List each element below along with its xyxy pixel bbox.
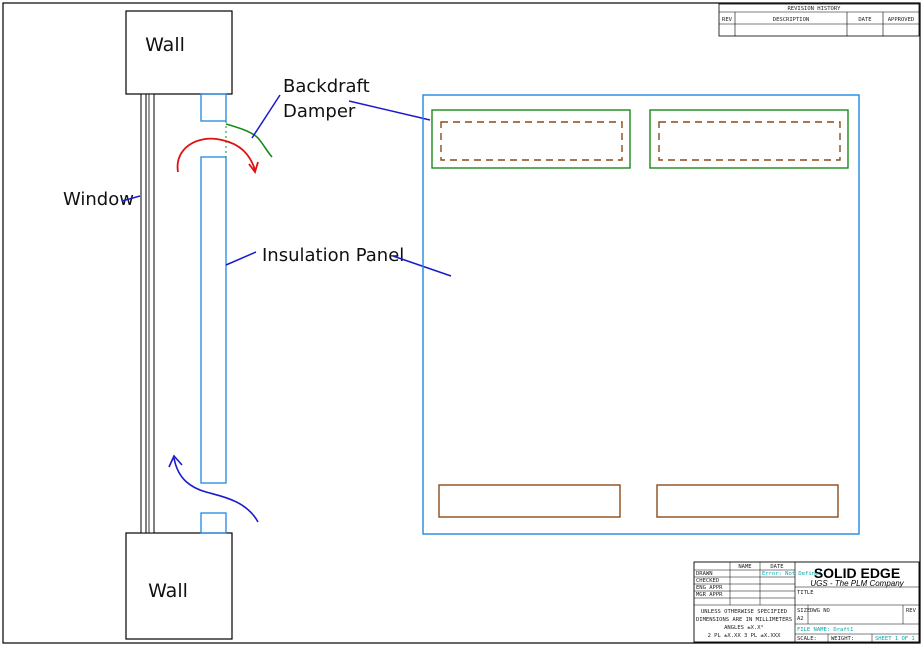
bottom-vent-slot-right [656,484,839,518]
wall-top-label: Wall [145,34,185,56]
insulation-leader-right [392,255,452,277]
damper-flap [225,123,273,158]
top-mount-block [200,93,227,122]
tb-size-label: SIZE [797,608,810,614]
tb-row-mgr-appr: MGR APPR [696,592,723,598]
tb-error-text: Error: Not Defined [762,571,822,577]
airflow-arrow-top [176,137,259,174]
damper-label-line1: Backdraft [283,76,370,97]
tb-scale-label: SCALE: [797,636,817,642]
date-col-header: DATE [858,17,871,23]
damper-leader-left [251,94,281,139]
tb-brand: SOLID EDGE [814,565,900,581]
wall-top: Wall [125,10,233,95]
tb-date-header: DATE [770,564,783,570]
wall-bottom: Wall [125,532,233,640]
tb-rev-label: REV [906,608,917,614]
window [140,93,155,534]
insulation-panel-side [200,156,227,484]
window-label: Window [63,189,134,210]
tb-note-1: UNLESS OTHERWISE SPECIFIED [701,609,787,615]
approved-col-header: APPROVED [888,17,915,23]
revision-history-block: REVISION HISTORY REV DESCRIPTION DATE AP… [718,3,920,37]
damper-leader-right [348,100,431,121]
description-col-header: DESCRIPTION [773,17,809,23]
window-leader [121,195,141,202]
tb-dwg-label: DWG NO [810,608,830,614]
insulation-panel-front [422,94,860,535]
damper-opening-left [431,109,631,169]
tb-name-header: NAME [738,564,751,570]
revision-history-title: REVISION HISTORY [788,6,842,12]
tb-note-4: 2 PL ±X.XX 3 PL ±X.XXX [708,633,782,639]
tb-brand-sub: UGS - The PLM Company [810,579,904,588]
damper-opening-right [649,109,849,169]
insulation-leader-left [225,251,257,266]
tb-note-2: DIMENSIONS ARE IN MILLIMETERS [696,617,792,623]
wall-bottom-label: Wall [148,580,188,602]
tb-weight-label: WEIGHT: [831,636,854,642]
tb-row-drawn: DRAWN [696,571,713,577]
tb-row-eng-appr: ENG APPR [696,585,723,591]
bottom-mount-block [200,512,227,534]
damper-label-line2: Damper [283,101,356,122]
tb-row-checked: CHECKED [696,578,719,584]
tb-note-3: ANGLES ±X.X° [724,625,764,631]
title-block: NAME DATE DRAWN CHECKED ENG APPR MGR APP… [693,561,920,643]
rev-col-header: REV [722,17,733,23]
tb-file-name: FILE NAME: Draft1 [797,627,853,633]
tb-sheet-label: SHEET 1 OF 1 [875,636,915,642]
tb-size-value: A2 [797,616,804,622]
insulation-label: Insulation Panel [262,245,404,266]
bottom-vent-slot-left [438,484,621,518]
tb-title-label: TITLE [797,590,814,596]
airflow-arrow-bottom [168,454,259,523]
